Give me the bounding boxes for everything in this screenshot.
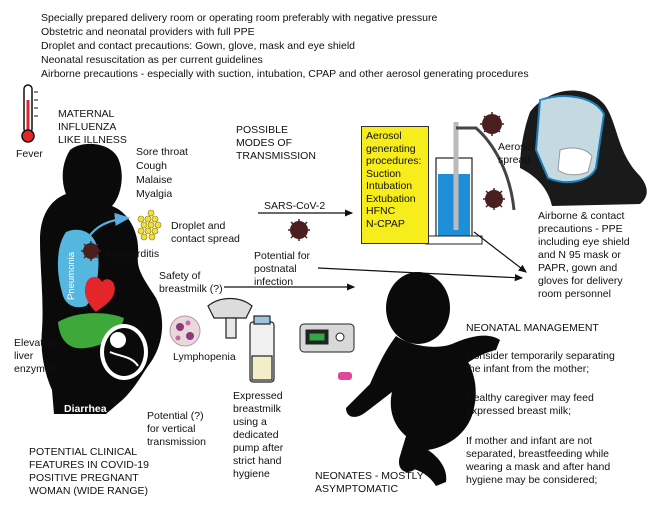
nm-p3-line-3: wearing a mask and after hand	[466, 461, 611, 473]
liver-label-1: Elevated	[14, 337, 55, 349]
aerosol-item-5: Intubation	[366, 180, 413, 192]
postnatal-label-3: infection	[254, 276, 294, 288]
nm-p2-line-1: Healthy caregiver may feed	[466, 392, 594, 404]
header-line-5: Airborne precautions - especially with s…	[41, 68, 529, 80]
expressed-5: pump after	[233, 442, 284, 454]
postnatal-label-2: postnatal	[254, 263, 297, 275]
liver-label-2: liver	[14, 350, 34, 362]
maternal-title-1: MATERNAL	[58, 108, 115, 120]
heart-icon	[84, 276, 115, 312]
droplet-label-2: contact spread	[171, 233, 240, 245]
thermometer-icon	[21, 84, 38, 143]
header-line-2: Obstetric and neonatal providers with fu…	[41, 26, 255, 38]
virus-label: SARS-CoV-2	[264, 200, 326, 212]
features-title-4: WOMAN (WIDE RANGE)	[29, 485, 148, 497]
neonates-label-2: ASYMPTOMATIC	[315, 483, 399, 495]
symptom-1: Sore throat	[136, 146, 188, 158]
airborne-line-3: including eye shield	[538, 236, 630, 248]
ppe-person-icon	[520, 90, 647, 206]
neonate-silhouette	[338, 272, 500, 486]
myocarditis-label: Myocarditis	[106, 248, 160, 260]
nm-p1-line-2: the infant from the mother;	[466, 363, 590, 375]
header-line-4: Neonatal resuscitation as per current gu…	[41, 54, 263, 66]
fever-label: Fever	[16, 148, 43, 160]
nm-p3-line-2: separated, breastfeeding while	[466, 448, 610, 460]
airborne-line-1: Airborne & contact	[538, 210, 625, 222]
transmission-title-1: POSSIBLE	[236, 124, 288, 136]
neonatal-management-title: NEONATAL MANAGEMENT	[466, 322, 599, 334]
aerosol-item-8: N-CPAP	[366, 217, 405, 230]
infusion-pump-icon	[299, 323, 355, 353]
aerosol-item-2: generating	[366, 142, 416, 155]
neonates-label-1: NEONATES - MOSTLY	[315, 470, 424, 482]
maternal-title-2: INFLUENZA	[58, 121, 117, 133]
airborne-line-6: gloves for delivery	[538, 275, 623, 287]
aerosol-item-3: procedures:	[366, 155, 422, 167]
header-line-1: Specially prepared delivery room or oper…	[41, 12, 438, 24]
features-title-3: POSITIVE PREGNANT	[29, 472, 139, 484]
aerosol-item-4: Suction	[366, 167, 402, 180]
lymphocyte-icon	[169, 315, 201, 347]
vertical-label-3: transmission	[147, 436, 206, 448]
maternal-title-3: LIKE ILLNESS	[58, 134, 127, 146]
vertical-label-1: Potential (?)	[147, 410, 204, 422]
transmission-title-2: MODES OF	[236, 137, 293, 149]
transmission-title-3: TRANSMISSION	[236, 150, 316, 162]
airborne-line-4: and N 95 mask or	[538, 249, 621, 261]
breastmilk-safety-2: breastmilk (?)	[159, 283, 223, 295]
nm-p3-line-4: hygiene may be considered;	[466, 474, 598, 486]
expressed-7: hygiene	[233, 468, 270, 480]
nm-p1-line-1: Consider temporarily separating	[466, 350, 615, 362]
postnatal-label-1: Potential for	[254, 250, 311, 262]
symptom-4: Myalgia	[136, 188, 173, 200]
breastmilk-safety-1: Safety of	[159, 270, 201, 282]
aerosol-spread-1: Aerosol	[498, 141, 534, 153]
expressed-1: Expressed	[233, 390, 283, 402]
expressed-4: dedicated	[233, 429, 279, 441]
suction-apparatus-icon	[425, 122, 516, 245]
airborne-line-2: precautions - PPE	[538, 223, 623, 235]
expressed-3: using a	[233, 416, 267, 428]
pneumonia-label: Pneumonia	[66, 251, 77, 300]
aerosol-item-1: Aerosol	[366, 130, 402, 142]
nm-p2-line-2: expressed breast milk;	[466, 405, 572, 417]
header-line-3: Droplet and contact precautions: Gown, g…	[41, 40, 356, 52]
features-title-2: FEATURES IN COVID-19	[29, 459, 149, 471]
expressed-2: breastmilk	[233, 403, 281, 415]
id-band-icon	[338, 372, 352, 380]
aerosol-item-6: Extubation	[366, 192, 416, 205]
droplet-arrow	[87, 212, 131, 239]
fetus-icon	[100, 324, 148, 380]
liver-label-3: enzymes	[14, 363, 57, 375]
breast-pump-icon	[207, 297, 275, 383]
symptom-2: Cough	[136, 160, 167, 172]
droplet-label-1: Droplet and	[171, 220, 226, 232]
aerosol-procedures-box: Aerosol generating procedures: Suction I…	[361, 126, 429, 244]
diarrhea-label: Diarrhea	[64, 403, 107, 415]
symptom-3: Malaise	[136, 174, 173, 186]
droplets-icon	[137, 209, 162, 241]
airborne-line-7: room personnel	[538, 288, 611, 300]
nm-p3-line-1: If mother and infant are not	[466, 435, 593, 447]
aerosol-spread-2: spread	[498, 154, 531, 166]
aerosol-item-7: HFNC	[366, 205, 396, 217]
features-title-1: POTENTIAL CLINICAL	[29, 446, 138, 458]
expressed-6: strict hand	[233, 455, 282, 467]
aerosol-arrow	[473, 231, 527, 273]
airborne-line-5: PAPR, gown and	[538, 262, 618, 274]
vertical-label-2: for vertical	[147, 423, 196, 435]
lymphopenia-label: Lymphopenia	[173, 351, 236, 363]
